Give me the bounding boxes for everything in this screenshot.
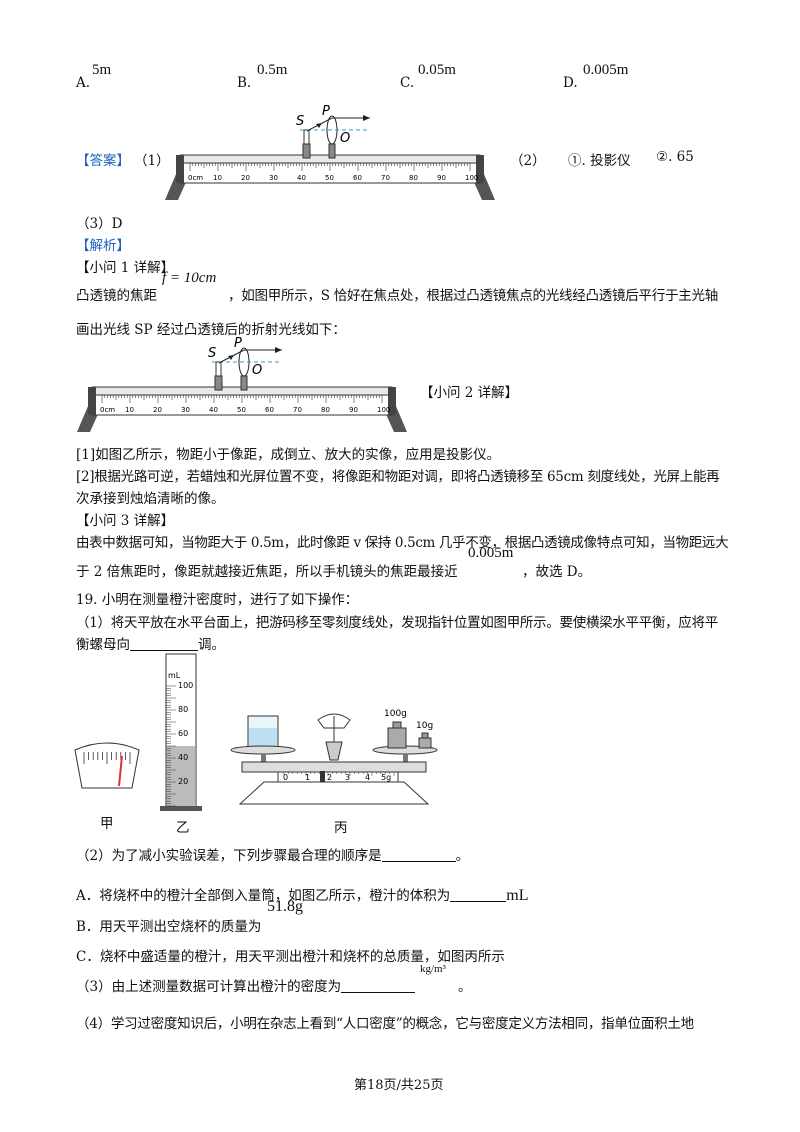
bench1-tick-label: 60 (353, 174, 362, 182)
option-b: B. (237, 75, 252, 91)
bench2-tick-label: 60 (265, 406, 274, 414)
bench1-tick-label: 70 (381, 174, 390, 182)
rider-3: 3 (345, 773, 350, 782)
bench-1: 0cm 10 20 30 40 50 60 70 80 90 100 S P O (165, 104, 495, 200)
option-a: A. (76, 75, 91, 91)
option-c-value: 0.05m (418, 62, 456, 78)
q19-step3-end: 。 (458, 979, 472, 995)
bench1-tick-label: 30 (269, 174, 278, 182)
label-o: O (340, 131, 350, 146)
cyl-tick-20: 20 (178, 777, 188, 786)
bench1-tick-label: 10 (213, 174, 222, 182)
bench-2: 0cm 10 20 30 40 50 60 70 80 90 100 S P O (77, 336, 407, 432)
q19-step1-line2: 衡螺母向调。 (76, 636, 225, 653)
label-p: P (322, 104, 330, 119)
bench2-tick-label: 70 (293, 406, 302, 414)
label-o-2: O (252, 363, 262, 378)
bench2-tick-label: 0cm (100, 406, 115, 414)
bench2-tick-label: 80 (321, 406, 330, 414)
bench2-tick-label: 30 (181, 406, 190, 414)
q2-line2: [2]根据光路可逆，若蜡烛和光屏位置不变，将像距和物距对调，即将凸透镜移至 65… (76, 469, 720, 485)
analysis-tag: 【解析】 (76, 238, 130, 254)
optical-bench-figure-2: 0cm 10 20 30 40 50 60 70 80 90 100 S P O (77, 336, 407, 432)
q19-step-b: B．用天平测出空烧杯的质量为 (76, 919, 262, 935)
q1-line2: 画出光线 SP 经过凸透镜后的折射光线如下： (76, 322, 346, 338)
fig-label-yi: 乙 (176, 820, 190, 836)
option-d: D. (563, 75, 578, 91)
bench2-tick-label: 90 (349, 406, 358, 414)
q1-heading: 【小问 1 详解】 (76, 260, 175, 276)
answer-blank-density[interactable] (341, 978, 416, 993)
answer-part3: （3）D (76, 216, 123, 232)
cyl-tick-100: 100 (178, 681, 193, 690)
cyl-tick-40: 40 (178, 753, 188, 762)
answer-part2: （2） (510, 153, 546, 169)
bench1-tick-label: 0cm (188, 174, 203, 182)
fig-label-bing: 丙 (334, 820, 348, 836)
q19-step3: （3）由上述测量数据可计算出橙汁的密度为 (76, 975, 416, 995)
unit-ml: mL (506, 887, 529, 904)
label-p-2: P (234, 336, 242, 351)
q2-line1: [1]如图乙所示，物距小于像距，成倒立、放大的实像，应用是投影仪。 (76, 447, 501, 463)
page-footer: 第18页/共25页 (354, 1078, 444, 1093)
cylinder-unit: mL (168, 671, 181, 680)
q19-step2: （2）为了减小实验误差，下列步骤最合理的顺序是。 (76, 847, 470, 864)
q1-line1-post: ，如图甲所示，S 恰好在焦点处，根据过凸透镜焦点的光线经凸透镜后平行于主光轴 (228, 288, 719, 304)
q19-step4: （4）学习过密度知识后，小明在杂志上看到“人口密度”的概念，它与密度定义方法相同… (76, 1016, 694, 1032)
bench1-tick-label: 80 (409, 174, 418, 182)
rider-0: 0 (283, 773, 288, 782)
rider-1: 1 (305, 773, 310, 782)
answer-part2-a: ①. 投影仪 (568, 153, 631, 169)
answer-part1: （1） (134, 153, 170, 169)
q3-value: 0.005m (468, 545, 514, 561)
bench1-tick-label: 100 (465, 174, 478, 182)
q3-heading: 【小问 3 详解】 (76, 513, 175, 529)
q1-formula: f = 10cm (162, 270, 217, 286)
rider-2: 2 (327, 773, 332, 782)
bench1-tick-label: 20 (241, 174, 250, 182)
bench2-tick-label: 10 (125, 406, 134, 414)
weight-100g: 100g (384, 709, 407, 719)
q19-title: 19. 小明在测量橙汁密度时，进行了如下操作： (76, 592, 359, 608)
bench1-tick-label: 50 (325, 174, 334, 182)
figure-yi-cylinder: mL 100 80 60 40 20 (160, 653, 202, 811)
answer-blank-direction[interactable] (130, 636, 198, 651)
bench1-tick-label: 40 (297, 174, 306, 182)
unit-kg-m3: kg/m³ (420, 963, 446, 975)
bench1-tick-label: 90 (437, 174, 446, 182)
answer-tag: 【答案】 (76, 153, 130, 169)
cyl-tick-60: 60 (178, 729, 188, 738)
q19-step-c: C．烧杯中盛适量的橙汁，用天平测出橙汁和烧杯的总质量，如图丙所示 (76, 949, 505, 965)
q2-heading: 【小问 2 详解】 (420, 385, 519, 401)
answer-part2-b: ②. 65 (656, 149, 694, 165)
q2-line3: 次承接到烛焰清晰的像。 (76, 491, 225, 507)
fig-label-jia: 甲 (100, 816, 114, 832)
q3-line1: 由表中数据可知，当物距大于 0.5m，此时像距 v 保持 0.5cm 几乎不变，… (76, 535, 729, 551)
q19-step-b-value: 51.8g (267, 898, 303, 915)
q3-line2-post: ，故选 D。 (522, 564, 592, 580)
label-s: S (296, 114, 304, 129)
figure-jia-pointer (74, 742, 140, 789)
option-a-value: 5m (92, 62, 112, 78)
figure-bing-balance: 100g 10g 0 1 2 3 4 5g (230, 709, 438, 805)
bench2-tick-label: 20 (153, 406, 162, 414)
optical-bench-figure-1: 0cm 10 20 30 40 50 60 70 80 90 100 S P O (165, 104, 495, 200)
option-d-value: 0.005m (583, 62, 629, 78)
label-s-2: S (208, 346, 216, 361)
bench2-tick-label: 50 (237, 406, 246, 414)
q1-line1-pre: 凸透镜的焦距 (76, 288, 157, 304)
answer-blank-volume[interactable] (450, 887, 507, 902)
answer-blank-order[interactable] (381, 847, 456, 862)
weight-10g: 10g (416, 721, 433, 731)
cyl-tick-80: 80 (178, 705, 188, 714)
q19-step1-line1: （1）将天平放在水平台面上，把游码移至零刻度线处，发现指针位置如图甲所示。要使横… (76, 615, 718, 631)
bench2-tick-label: 100 (377, 406, 390, 414)
rider-5g: 5g (381, 773, 391, 782)
rider-4: 4 (365, 773, 370, 782)
q3-line2-pre: 于 2 倍焦距时，像距就越接近焦距，所以手机镜头的焦距最接近 (76, 564, 458, 580)
option-c: C. (400, 75, 415, 91)
option-b-value: 0.5m (257, 62, 288, 78)
bench2-tick-label: 40 (209, 406, 218, 414)
